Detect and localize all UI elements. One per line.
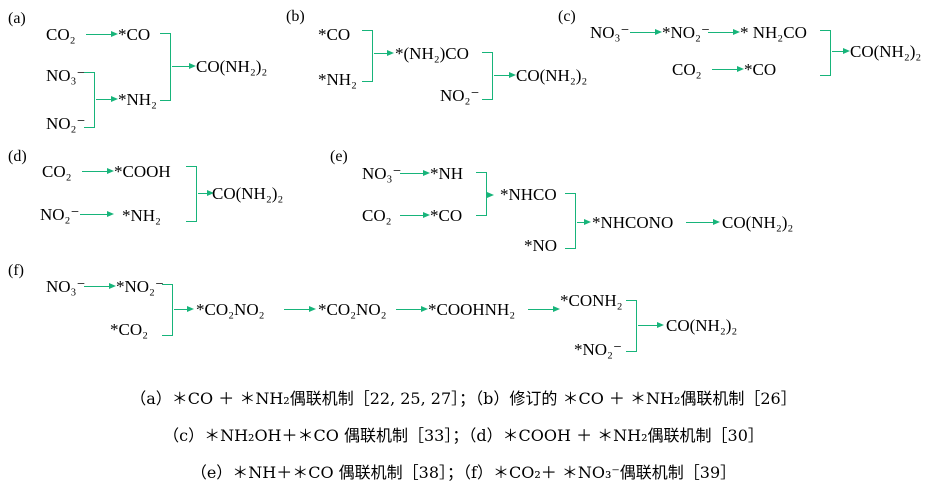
node-co: *CO <box>744 60 777 79</box>
arrow <box>712 65 744 72</box>
panel-c-label: (c) <box>558 8 576 25</box>
node-nh2: *NH₂ <box>318 70 357 89</box>
arrow <box>174 305 194 312</box>
arrow <box>708 28 740 35</box>
bracket <box>362 30 373 82</box>
node-co: *CO <box>430 206 463 225</box>
node-no2: *NO₂⁻ <box>116 277 164 296</box>
node-no2: NO₂⁻ <box>440 86 480 105</box>
arrow <box>284 305 316 312</box>
bracket <box>84 72 95 128</box>
figure-caption: （a）＊CO ＋ ＊NH₂偶联机制［22, 25, 27］；（b）修订的 ＊CO… <box>0 380 927 491</box>
node-nhcono: *NHCONO <box>592 213 674 232</box>
arrow <box>172 62 196 69</box>
bracket <box>162 284 173 336</box>
node-no3: NO₃⁻ <box>46 66 86 85</box>
arrow <box>832 47 850 54</box>
bracket <box>186 166 197 222</box>
node-nh2co: * NH₂CO <box>740 23 807 42</box>
node-co2: CO₂ <box>42 162 72 181</box>
arrow <box>374 49 394 56</box>
node-urea: CO(NH₂)₂ <box>196 57 268 76</box>
caption-line: （e）＊NH＋＊CO 偶联机制［38］；（f）＊CO₂＋ ＊NO₃⁻偶联机制［3… <box>190 463 737 482</box>
node-nh2co: *(NH₂)CO <box>395 44 469 63</box>
caption-line: （a）＊CO ＋ ＊NH₂偶联机制［22, 25, 27］；（b）修订的 ＊CO… <box>130 389 797 408</box>
node-nh: *NH <box>430 164 464 183</box>
panel-b-label: (b) <box>286 8 305 25</box>
node-no2: NO₂⁻ <box>40 205 80 224</box>
node-urea: CO(NH₂)₂ <box>516 66 588 85</box>
arrow <box>400 211 430 218</box>
node-co: *CO <box>318 25 351 44</box>
arrow <box>82 167 114 174</box>
node-co2: CO₂ <box>672 60 702 79</box>
node-co2no2: *CO₂NO₂ <box>196 300 265 319</box>
arrow <box>86 30 118 37</box>
node-no3: NO₃⁻ <box>362 164 402 183</box>
node-nh2: *NH₂ <box>118 90 157 109</box>
arrow <box>198 189 214 196</box>
node-no3: NO₃⁻ <box>46 277 86 296</box>
arrow <box>84 282 116 289</box>
node-nhco: *NHCO <box>500 185 557 204</box>
node-no2: *NO₂⁻ <box>574 340 622 359</box>
node-co: *CO <box>118 25 151 44</box>
bracket <box>820 30 831 76</box>
node-co2: CO₂ <box>46 25 76 44</box>
node-no: *NO <box>524 236 558 255</box>
arrow <box>630 28 662 35</box>
arrow <box>494 71 516 78</box>
arrow <box>396 305 428 312</box>
node-urea: CO(NH₂)₂ <box>850 42 922 61</box>
node-co2: CO₂ <box>362 206 392 225</box>
node-no2: NO₂⁻ <box>46 114 86 133</box>
arrow <box>400 169 430 176</box>
bracket <box>482 52 493 100</box>
panel-a-label: (a) <box>8 10 26 27</box>
panel-d-label: (d) <box>8 148 27 165</box>
panel-f-label: (f) <box>8 262 24 279</box>
arrow <box>638 321 664 328</box>
arrow <box>577 218 591 225</box>
bracket <box>565 193 576 249</box>
node-urea: CO(NH₂)₂ <box>212 184 284 203</box>
node-co2: *CO₂ <box>110 320 149 339</box>
node-nh2: *NH₂ <box>122 206 161 225</box>
node-co2no2: *CO₂NO₂ <box>318 300 387 319</box>
node-cooh: *COOH <box>114 162 171 181</box>
bracket <box>476 172 487 216</box>
node-urea: CO(NH₂)₂ <box>666 316 738 335</box>
bracket <box>626 300 637 352</box>
caption-line: （c）＊NH₂OH＋＊CO 偶联机制［33］；（d）＊COOH ＋ ＊NH₂偶联… <box>163 426 764 445</box>
bracket <box>160 33 171 101</box>
node-conh2: *CONH₂ <box>560 291 623 310</box>
arrow <box>96 95 118 102</box>
node-coohnh2: *COOHNH₂ <box>428 300 516 319</box>
arrow <box>686 218 720 225</box>
arrow <box>80 210 114 217</box>
node-no3: NO₃⁻ <box>590 23 630 42</box>
node-urea: CO(NH₂)₂ <box>722 213 794 232</box>
node-no2: *NO₂⁻ <box>662 23 710 42</box>
panel-e-label: (e) <box>330 148 348 165</box>
arrow <box>528 305 560 312</box>
